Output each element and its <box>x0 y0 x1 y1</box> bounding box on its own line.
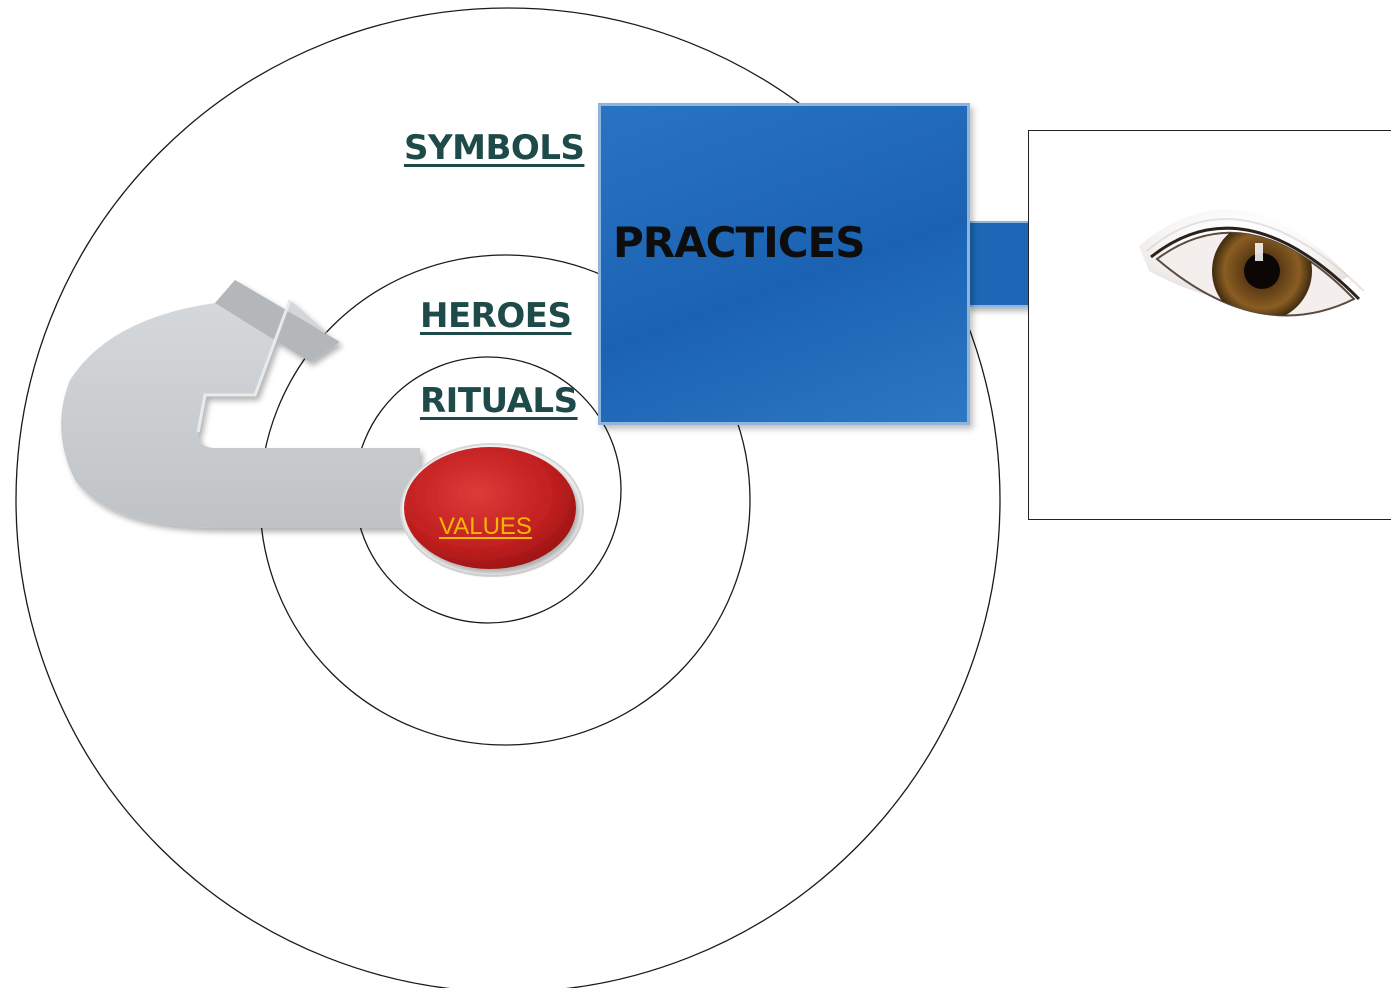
practices-label: PRACTICES <box>613 218 865 267</box>
values-label: VALUES <box>439 513 532 540</box>
observer-frame <box>1028 130 1391 520</box>
values-core <box>400 443 584 577</box>
rituals-label: RITUALS <box>420 381 578 421</box>
heroes-label: HEROES <box>420 296 572 336</box>
curved-return-arrow-icon <box>61 280 420 528</box>
symbols-ring <box>15 7 1001 988</box>
eye-icon <box>1139 209 1365 317</box>
practices-box: PRACTICES <box>598 103 970 425</box>
symbols-label: SYMBOLS <box>404 128 585 168</box>
